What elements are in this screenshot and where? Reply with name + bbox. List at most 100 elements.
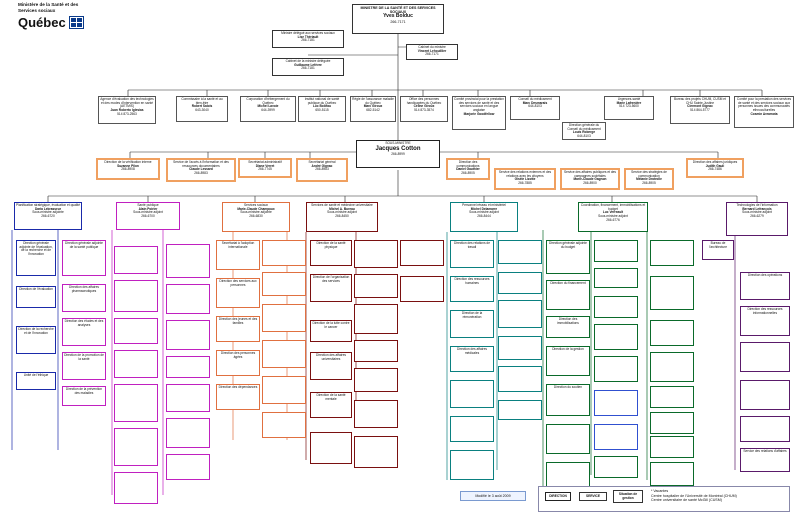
staff-unit-box: Service des affaires publiques et des ca… [560,168,620,190]
directorate-box [310,432,352,464]
directorate-box: Direction du financement [546,280,590,310]
directorate-box: Direction de la gestion [546,346,590,376]
legend-situation: Situation de gestion [613,490,643,503]
updated-date: Modifié le 3 août 2009 [460,491,526,501]
agency-box: Bureau des projets CHUM, CUSM et CHU Sai… [670,96,730,124]
directorate-box [594,240,638,262]
agency-box: Comité provincial pour la prestation des… [452,96,506,130]
agency-box: Institut national de santé publique du Q… [298,96,346,122]
staff-unit-box: Service de l'accès à l'information et de… [166,158,236,182]
directorate-box: Direction des immobilisations [546,316,590,338]
agency-box: Agence d'évaluation des technologies et … [98,96,156,124]
conseil-sub-box: Direction générale du Conseil du médicam… [562,122,606,140]
agency-box: Office des personnes handicapées du Québ… [400,96,448,122]
directorate-box [114,280,158,312]
minister-box: MINISTRE DE LA SANTÉ ET DES SERVICES SOC… [352,4,444,34]
directorate-box [354,240,398,268]
directorate-box: Direction de la recherche et de l'innova… [16,326,56,354]
directorate-box: Direction de la rémunération [450,310,494,338]
directorate-box [400,276,444,302]
directorate-box [594,390,638,416]
directorate-box [166,418,210,448]
directorate-box: Bureau de l'architecture [702,240,734,260]
directorate-box: Direction des ressources humaines [450,276,494,302]
directorate-box [400,240,444,266]
directorate-box [498,400,542,420]
ministry-logo: Ministère de la Santé et des Services so… [18,2,98,46]
directorate-box [354,436,398,468]
directorate-box [594,268,638,288]
directorate-box: Direction de la promotion de la santé [62,352,106,380]
branch-coordination-box: Coordination, financement, immobilisatio… [578,202,648,232]
directorate-box [114,472,158,504]
directorate-box [740,416,790,442]
directorate-box [650,386,694,408]
directorate-box [740,342,790,372]
directorate-box [114,246,158,274]
directorate-box [650,320,694,346]
directorate-box: Direction des personnes âgées [216,350,260,376]
directorate-box: Direction des ressources informationnell… [740,306,790,336]
directorate-box [262,412,306,438]
directorate-box [594,424,638,450]
directorate-box [114,428,158,466]
directorate-box: Unité de l'éthique [16,372,56,390]
directorate-box [594,456,638,478]
directorate-box [354,274,398,298]
directorate-box: Direction de la prévention des maladies [62,386,106,406]
directorate-box: Direction des études et des analyses [62,318,106,346]
legend: DIRECTION SERVICE Situation de gestion *… [538,486,790,512]
directorate-box: Direction de l'organisation des services [310,274,352,302]
directorate-box [262,376,306,404]
directorate-box [262,240,306,266]
directorate-box: Direction du soutien [546,384,590,416]
directorate-box: Direction générale adjointe de la santé … [62,240,106,276]
directorate-box: Direction des opérations [740,272,790,300]
directorate-box: Direction de la santé mentale [310,392,352,418]
directorate-box: Direction de la lutte contre le cancer [310,320,352,342]
directorate-box [650,276,694,310]
branch-health-services-box: Services de santé et médecine universita… [306,202,378,232]
directorate-box [498,336,542,360]
legend-direction: DIRECTION [545,492,571,501]
directorate-box [166,384,210,412]
directorate-box [450,450,494,480]
directorate-box [166,284,210,314]
staff-unit-box: Service des relations externes et des re… [494,168,556,190]
directorate-box: Direction des affaires universitaires [310,352,352,380]
directorate-box [262,340,306,368]
directorate-box: Direction générale adjointe de l'évaluat… [16,240,56,276]
directorate-box: Direction des jeunes et des familles [216,316,260,342]
directorate-box [262,304,306,332]
directorate-box [546,462,590,490]
directorate-box [546,424,590,454]
directorate-box [594,296,638,318]
directorate-box [354,400,398,428]
directorate-box [354,340,398,362]
branch-planning-box: Planification stratégique, évaluation et… [14,202,82,230]
agency-box: Comité pour la prestation des services d… [734,96,794,128]
directorate-box [650,412,694,434]
directorate-box [498,366,542,392]
directorate-box [166,356,210,378]
legend-service: SERVICE [579,492,607,501]
directorate-box: Direction des relations de travail [450,240,494,268]
fleur-de-lis-flag-icon [68,16,84,29]
directorate-box [166,244,210,278]
directorate-box [498,272,542,294]
directorate-box [114,384,158,422]
